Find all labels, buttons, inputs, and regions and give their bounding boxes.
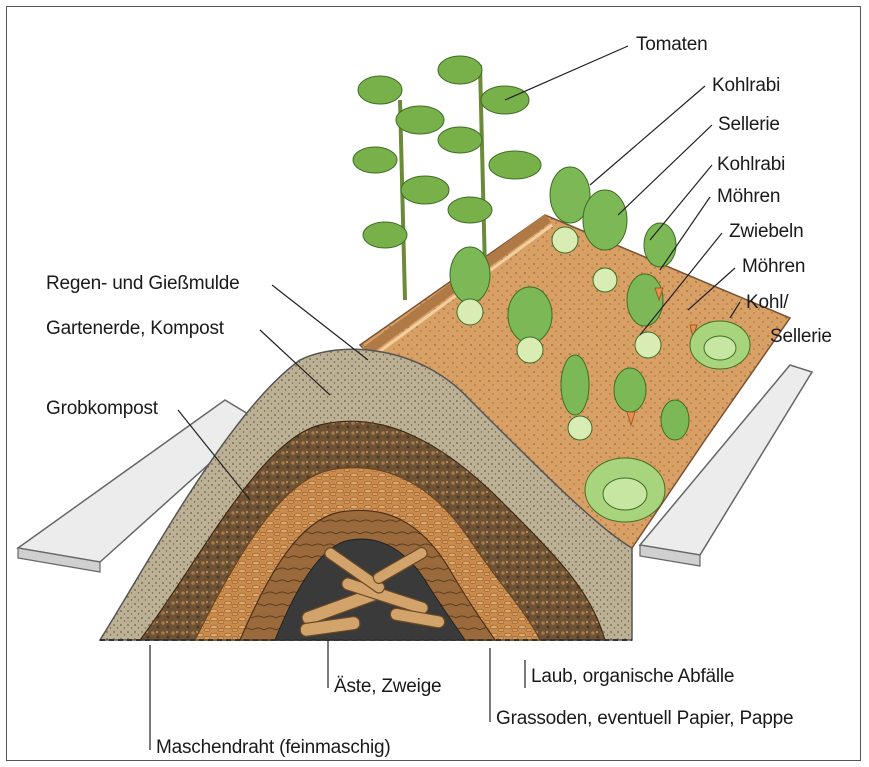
label-tomaten: Tomaten bbox=[636, 34, 707, 56]
label-moehren-2: Möhren bbox=[742, 256, 805, 278]
label-sellerie-2: Sellerie bbox=[770, 326, 832, 348]
label-grobkompost: Grobkompost bbox=[46, 398, 158, 420]
label-moehren-1: Möhren bbox=[717, 186, 780, 208]
label-gartenerde-kompost: Gartenerde, Kompost bbox=[46, 318, 224, 340]
label-regen-giessmulde: Regen- und Gießmulde bbox=[46, 273, 240, 295]
label-kohlrabi-1: Kohlrabi bbox=[712, 75, 780, 97]
label-sellerie-1: Sellerie bbox=[718, 114, 780, 136]
label-aeste-zweige: Äste, Zweige bbox=[334, 676, 441, 698]
label-maschendraht: Maschendraht (feinmaschig) bbox=[156, 737, 391, 759]
label-kohl: Kohl/ bbox=[746, 292, 788, 314]
label-kohlrabi-2: Kohlrabi bbox=[717, 154, 785, 176]
label-grassoden: Grassoden, eventuell Papier, Pappe bbox=[496, 708, 793, 730]
label-zwiebeln: Zwiebeln bbox=[729, 221, 803, 243]
label-laub: Laub, organische Abfälle bbox=[531, 666, 734, 688]
